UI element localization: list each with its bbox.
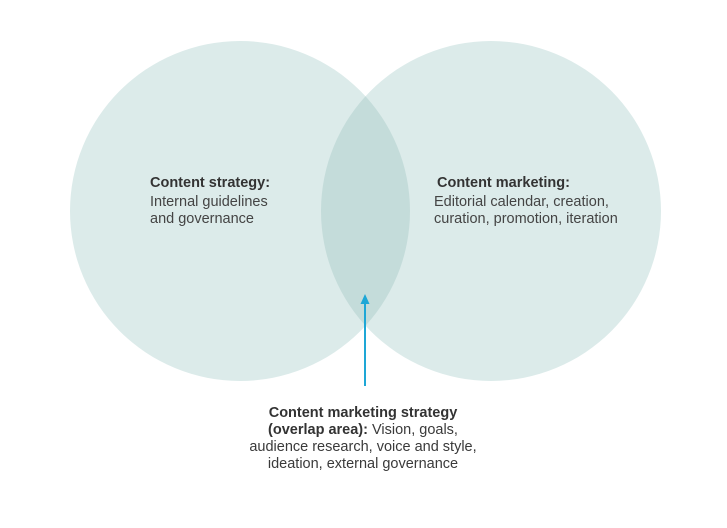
left-circle-title: Content strategy: [150,175,271,191]
right-circle-title: Content marketing: [437,175,570,191]
right-circle [321,41,661,381]
overlap-text: Vision, goals, [367,422,458,438]
overlap-title: Content marketing strategy [268,405,458,421]
right-circle-line: Editorial calendar, creation, [434,194,609,210]
overlap-line: audience research, voice and style, [249,439,477,455]
left-circle-line: and governance [150,211,254,227]
overlap-label: Content marketing strategy (overlap area… [213,405,513,473]
overlap-line: (overlap area): Vision, goals, [213,422,513,439]
overlap-subtitle: (overlap area): [268,422,368,438]
arrow-head [360,294,370,304]
left-circle-label: Content strategy: Internal guidelines an… [150,175,270,228]
right-circle-line: curation, promotion, iteration [434,211,618,227]
overlap-line: ideation, external governance [267,456,459,472]
left-circle-line: Internal guidelines [150,194,268,210]
right-circle-label: Content marketing: Editorial calendar, c… [434,175,618,228]
left-circle [70,41,410,381]
